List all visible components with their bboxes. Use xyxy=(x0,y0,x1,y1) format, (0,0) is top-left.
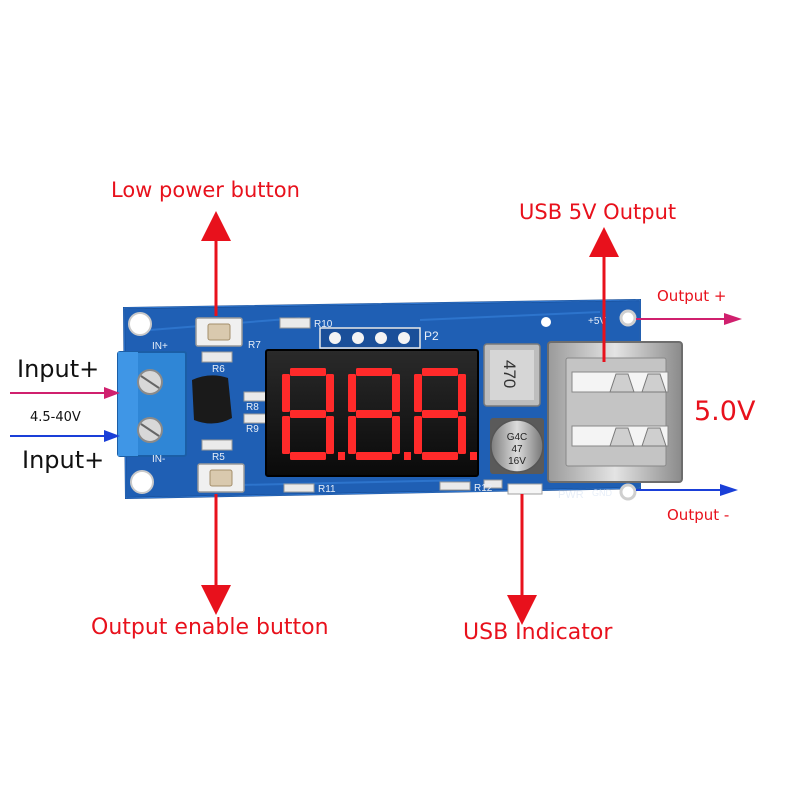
segment-b xyxy=(326,374,334,412)
segment-a xyxy=(422,368,458,376)
display-digits xyxy=(282,368,477,460)
transistor xyxy=(192,375,232,424)
silk-r9: R9 xyxy=(246,424,259,435)
cap-marking-line1: G4C xyxy=(507,432,528,443)
arrow-input-plus xyxy=(10,387,120,399)
silk-r7: R7 xyxy=(248,340,261,351)
segment-f xyxy=(414,374,422,412)
segment-c xyxy=(458,416,466,454)
label-output-enable-button: Output enable button xyxy=(91,615,329,640)
segment-g xyxy=(422,410,458,418)
segment-d xyxy=(290,452,326,460)
label-output-plus: Output + xyxy=(657,287,727,305)
segment-c xyxy=(326,416,334,454)
segment-d xyxy=(422,452,458,460)
segment-e xyxy=(414,416,422,454)
display-decimal-point xyxy=(404,452,411,460)
display-digit xyxy=(348,368,400,460)
label-low-power-button: Low power button xyxy=(111,178,300,202)
smd-components xyxy=(201,317,503,493)
mount-hole-small xyxy=(541,317,551,327)
segment-a xyxy=(290,368,326,376)
label-input-plus-top: Input+ xyxy=(17,355,100,383)
silk-pwr: PWR xyxy=(558,489,584,501)
cap-marking-line2: 47 xyxy=(511,444,523,455)
segment-c xyxy=(392,416,400,454)
inductor xyxy=(483,343,541,407)
usb-port[interactable] xyxy=(547,341,683,483)
low-power-button[interactable] xyxy=(195,317,243,347)
silk-r11: R11 xyxy=(318,484,336,495)
silk-r12: R12 xyxy=(474,483,493,494)
silk-in-plus: IN+ xyxy=(152,341,168,352)
segment-g xyxy=(356,410,392,418)
arrow-input-minus xyxy=(10,430,120,442)
seven-segment-display xyxy=(265,349,479,477)
mount-hole-top-left xyxy=(128,312,152,336)
segment-f xyxy=(282,374,290,412)
arrow-output-plus xyxy=(636,313,742,325)
pad-gnd xyxy=(619,483,637,501)
segment-e xyxy=(348,416,356,454)
display-digit xyxy=(282,368,334,460)
label-output-minus: Output - xyxy=(667,506,730,524)
silk-in-minus: IN- xyxy=(152,454,165,465)
label-voltage-range: 4.5-40V xyxy=(30,410,81,425)
segment-e xyxy=(282,416,290,454)
label-usb-5v-output: USB 5V Output xyxy=(519,200,677,224)
label-usb-indicator: USB Indicator xyxy=(463,620,613,645)
silk-gnd: GND xyxy=(592,488,613,498)
segment-a xyxy=(356,368,392,376)
screw-terminal xyxy=(117,351,187,457)
segment-b xyxy=(458,374,466,412)
label-input-plus-bottom: Input+ xyxy=(22,446,105,474)
cap-marking-line3: 16V xyxy=(508,456,526,467)
segment-f xyxy=(348,374,356,412)
silk-r6: R6 xyxy=(212,364,225,375)
arrow-output-minus xyxy=(636,484,738,496)
display-digit xyxy=(414,368,466,460)
inductor-marking: 470 xyxy=(500,360,519,388)
mount-hole-bottom-left xyxy=(130,470,154,494)
segment-b xyxy=(392,374,400,412)
output-enable-button[interactable] xyxy=(197,463,245,493)
segment-d xyxy=(356,452,392,460)
segment-g xyxy=(290,410,326,418)
label-voltage-readout: 5.0V xyxy=(694,396,756,427)
electrolytic-capacitor xyxy=(490,418,544,474)
display-decimal-point xyxy=(470,452,477,460)
silk-plus5v: +5V xyxy=(588,316,606,327)
silk-r5: R5 xyxy=(212,452,225,463)
pad-plus5v xyxy=(619,309,637,327)
silk-p2: P2 xyxy=(424,329,439,343)
header-p2 xyxy=(319,327,421,349)
usb-indicator-led xyxy=(507,483,543,495)
silk-r10: R10 xyxy=(314,319,333,330)
silk-r8: R8 xyxy=(246,402,259,413)
display-decimal-point xyxy=(338,452,345,460)
